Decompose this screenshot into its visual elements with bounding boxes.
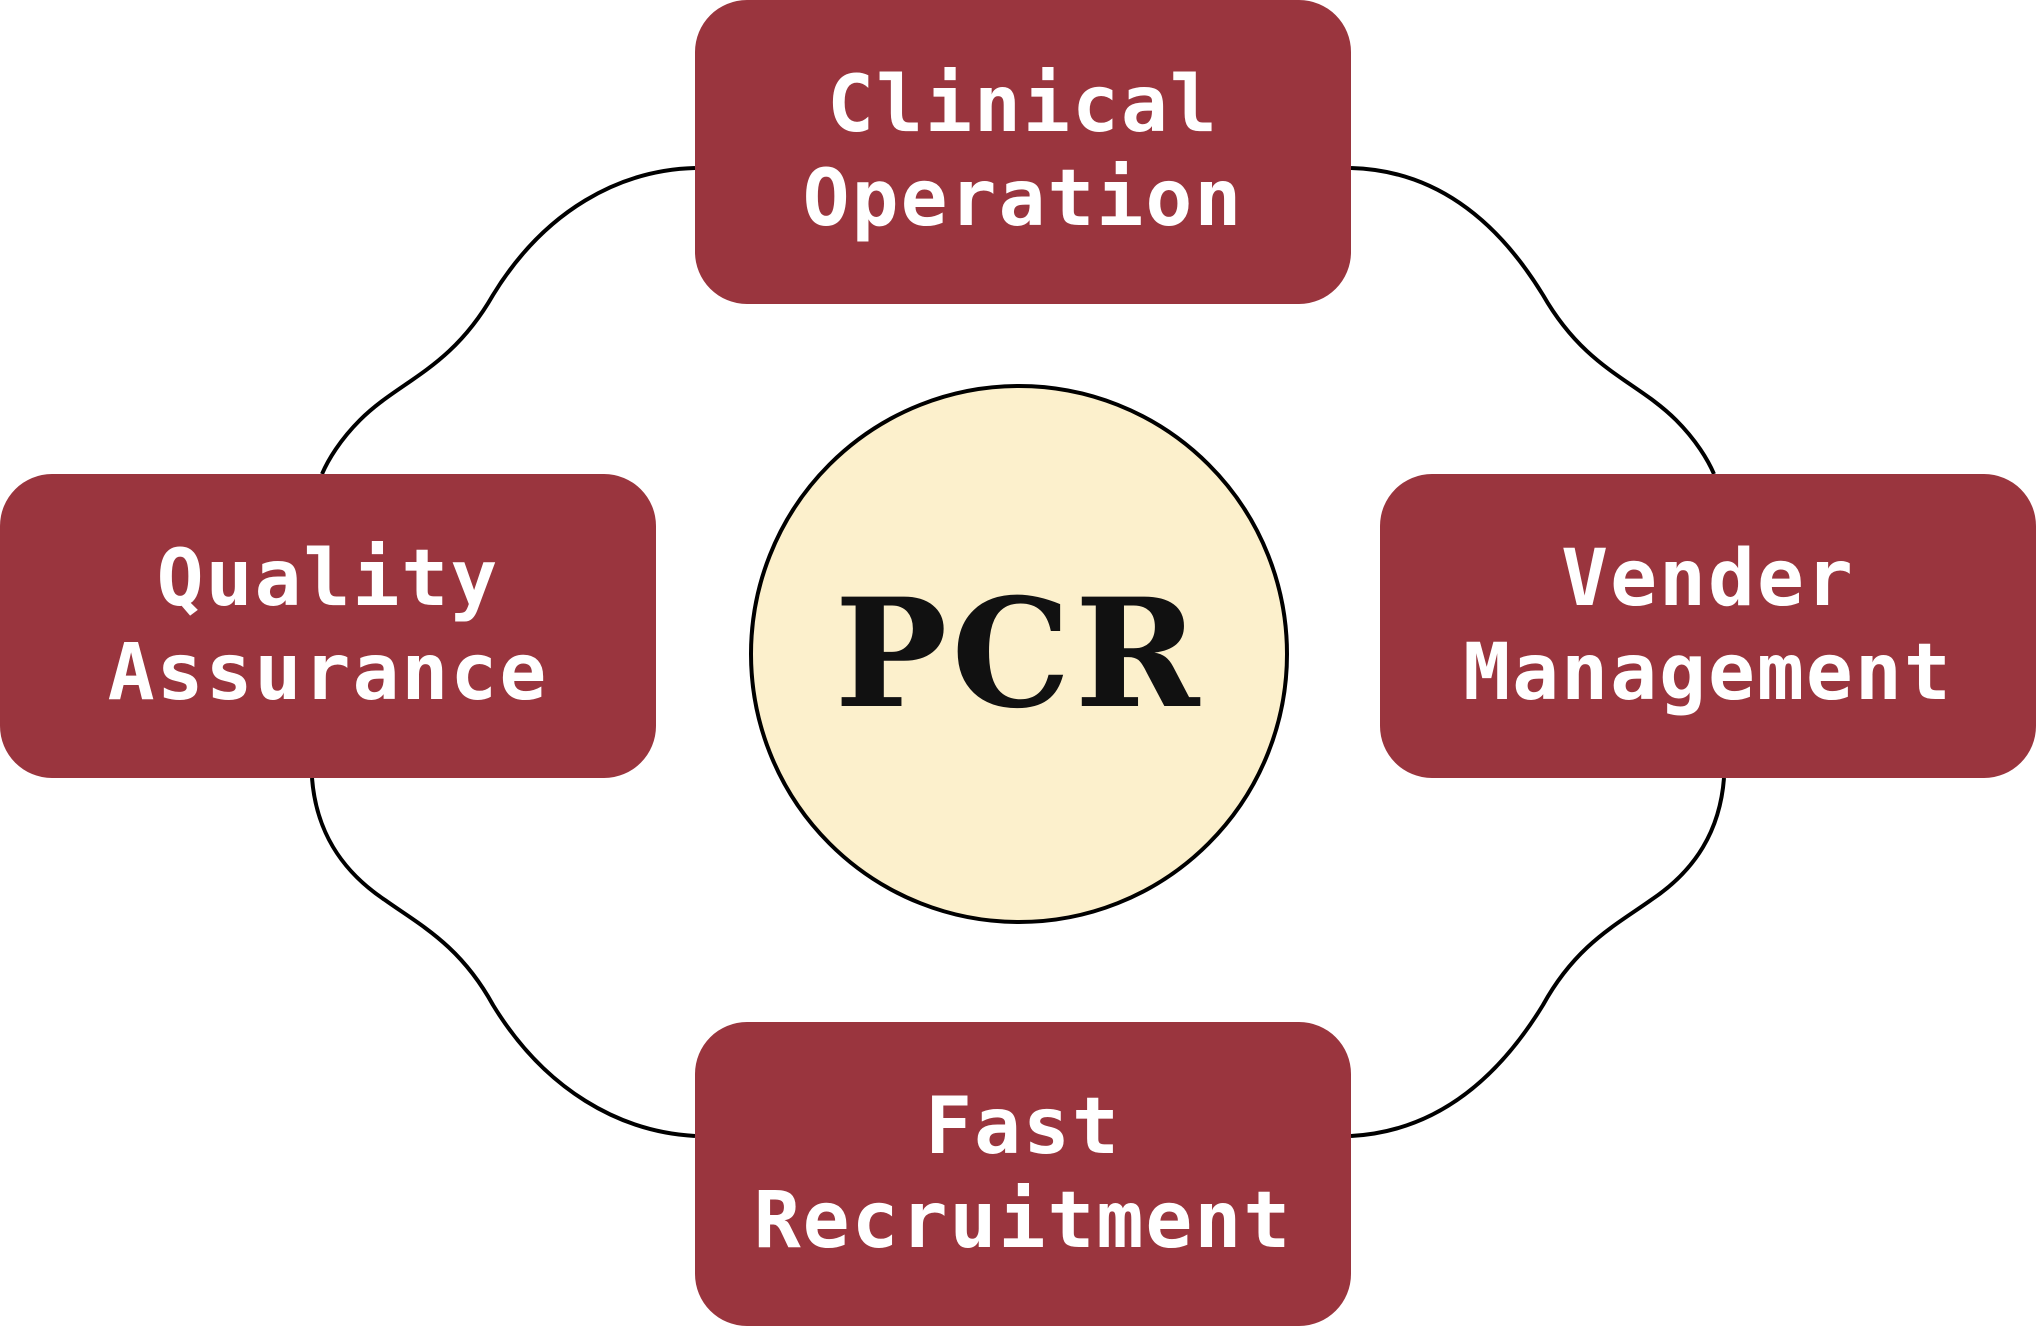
node-vender-management: Vender Management [1380, 474, 2036, 778]
node-fast-recruitment-line1: Fast [925, 1082, 1121, 1172]
connector-top-left [320, 166, 696, 475]
center-circle: PCR [749, 384, 1289, 924]
node-clinical-operation-line2: Operation [802, 154, 1244, 244]
center-label: PCR [834, 566, 1204, 742]
connector-bottom-left [310, 777, 696, 1138]
node-fast-recruitment-line2: Recruitment [753, 1176, 1293, 1266]
node-vender-management-line1: Vender [1561, 534, 1855, 624]
connector-top-right [1350, 166, 1716, 475]
connector-bottom-right [1350, 777, 1726, 1138]
node-clinical-operation: Clinical Operation [695, 0, 1351, 304]
node-clinical-operation-line1: Clinical [827, 60, 1219, 150]
node-quality-assurance-line2: Assurance [107, 628, 549, 718]
node-fast-recruitment: Fast Recruitment [695, 1022, 1351, 1326]
node-quality-assurance: Quality Assurance [0, 474, 656, 778]
node-quality-assurance-line1: Quality [156, 534, 500, 624]
node-vender-management-line2: Management [1463, 628, 1953, 718]
